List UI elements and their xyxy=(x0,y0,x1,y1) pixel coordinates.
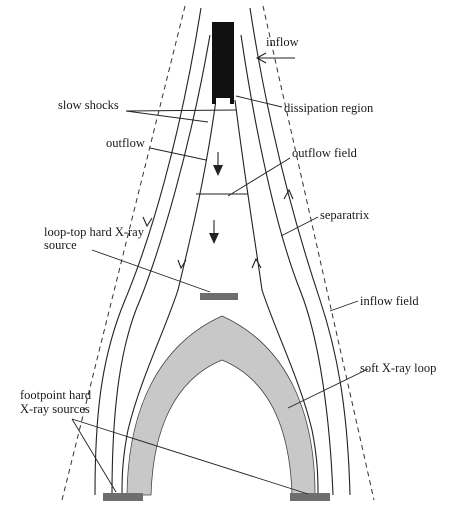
label-outflow: outflow xyxy=(106,136,145,150)
loop-top-source xyxy=(200,293,238,300)
leader-slow-shocks-right xyxy=(126,110,236,111)
outflow-arrowhead-upper xyxy=(213,165,223,176)
label-inflow-field: inflow field xyxy=(360,294,419,308)
leader-loop-top xyxy=(92,250,210,292)
field-direction-left-outer xyxy=(143,217,152,226)
leader-outflow-field xyxy=(228,158,290,196)
label-dissipation-region: dissipation region xyxy=(284,101,374,115)
label-footpoint-line1: footpoint hard xyxy=(20,388,92,402)
leader-inflow-field xyxy=(330,301,358,311)
footpoint-source-left xyxy=(103,493,143,501)
label-loop-top-line2: source xyxy=(44,238,77,252)
label-loop-top-line1: loop-top hard X-ray xyxy=(44,225,145,239)
soft-xray-loop xyxy=(127,316,315,495)
dissipation-region xyxy=(212,22,234,104)
inflow-field-line-right xyxy=(263,6,374,500)
leader-dissipation xyxy=(236,96,282,107)
label-outflow-field: outflow field xyxy=(292,146,358,160)
slow-shock-left xyxy=(178,100,216,290)
leader-slow-shocks-left xyxy=(126,111,208,122)
label-inflow: inflow xyxy=(266,35,299,49)
leader-outflow xyxy=(150,148,206,160)
dissipation-region-base xyxy=(216,98,230,106)
outflow-arrowhead-lower xyxy=(209,233,219,244)
label-separatrix: separatrix xyxy=(320,208,370,222)
label-soft-xray-loop: soft X-ray loop xyxy=(360,361,436,375)
footpoint-source-right xyxy=(290,493,330,501)
inflow-field-line-left xyxy=(62,6,185,500)
field-direction-left-inner xyxy=(178,260,186,268)
label-footpoint-line2: X-ray sources xyxy=(20,402,90,416)
label-slow-shocks: slow shocks xyxy=(58,98,119,112)
leader-footpoint-left xyxy=(72,419,116,492)
field-direction-right-inner xyxy=(252,259,261,268)
leader-footpoint-right xyxy=(72,419,308,494)
